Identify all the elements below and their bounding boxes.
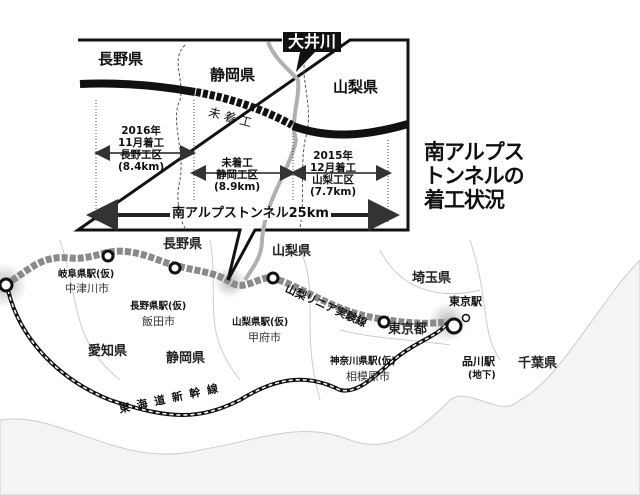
shinagawa-station-label: 品川駅 bbox=[462, 355, 495, 368]
inset-pref-nagano: 長野県 bbox=[98, 50, 144, 68]
section-line: 未着工 bbox=[221, 157, 253, 169]
pref-chiba: 千葉県 bbox=[518, 356, 558, 371]
prefecture-borders bbox=[59, 239, 501, 401]
kanagawa-city-label: 相模原市 bbox=[346, 370, 390, 383]
nagoya-station-marker bbox=[0, 277, 14, 293]
pref-nagano: 長野県 bbox=[163, 237, 203, 252]
kanagawa-station-label: 神奈川県駅(仮) bbox=[330, 356, 396, 367]
inset-prefecture-border bbox=[299, 59, 309, 229]
title-line: トンネルの bbox=[424, 164, 525, 189]
section-line: 静岡工区 bbox=[216, 169, 259, 182]
pref-saitama: 埼玉県 bbox=[412, 271, 452, 286]
shinagawa-station-marker bbox=[445, 317, 463, 335]
inset-pref-shizuoka: 静岡県 bbox=[210, 66, 256, 84]
inset-tunnel-unstarted bbox=[195, 88, 294, 129]
shinagawa-note: (地下) bbox=[468, 370, 496, 381]
yamanashi-city-label: 甲府市 bbox=[248, 331, 281, 344]
section-line: (7.7km) bbox=[310, 186, 357, 199]
tokaido-shinkansen-line-inner bbox=[7, 289, 449, 416]
nagano-city-label: 飯田市 bbox=[142, 315, 175, 328]
pref-tokyo: 東京都 bbox=[388, 322, 428, 337]
yamanashi-station-label: 山梨県駅(仮) bbox=[232, 317, 289, 328]
inset-pref-yamanashi: 山梨県 bbox=[333, 78, 379, 96]
section-line: 2016年 bbox=[121, 125, 161, 137]
tokaido-shinkansen-line bbox=[6, 289, 450, 417]
pref-aichi: 愛知県 bbox=[88, 344, 128, 359]
title-line: 南アルプス bbox=[424, 140, 525, 164]
kanagawa-station-marker bbox=[377, 315, 391, 329]
inset-tunnel-west bbox=[79, 79, 196, 96]
pref-yamanashi: 山梨県 bbox=[272, 244, 312, 259]
shizuoka-section: 未着工静岡工区(8.9km) bbox=[214, 157, 260, 193]
section-line: 長野工区 bbox=[120, 149, 163, 162]
section-guides bbox=[95, 100, 389, 222]
inset-tunnel-east bbox=[291, 120, 410, 139]
tunnel-total-label: 南アルプストンネル25km bbox=[170, 206, 331, 221]
gifu-city-label: 中津川市 bbox=[65, 282, 109, 295]
river-label-pointer bbox=[296, 52, 315, 72]
gifu-station-marker bbox=[101, 249, 115, 263]
oi-river bbox=[243, 41, 301, 282]
tokyo-station-marker bbox=[461, 313, 471, 323]
gifu-station-label: 岐阜県駅(仮) bbox=[58, 269, 115, 280]
section-line: 11月着工 bbox=[118, 137, 165, 150]
section-line: (8.4km) bbox=[118, 161, 165, 174]
section-line: 12月着工 bbox=[310, 162, 357, 175]
tokyo-station-label: 東京駅 bbox=[449, 295, 482, 308]
linear-route bbox=[3, 247, 448, 327]
page-title: 南アルプストンネルの着工状況 bbox=[424, 140, 525, 213]
coastline bbox=[0, 259, 640, 495]
yamanashi-station-marker bbox=[266, 271, 280, 285]
nagano-station-marker bbox=[168, 261, 182, 275]
section-line: (8.9km) bbox=[214, 181, 261, 194]
pref-shizuoka: 静岡県 bbox=[166, 351, 206, 366]
section-line: 山梨工区 bbox=[312, 174, 355, 187]
title-line: 着工状況 bbox=[424, 188, 505, 213]
river-label: 大井川 bbox=[283, 32, 342, 52]
nagano-station-label: 長野県駅(仮) bbox=[130, 301, 187, 312]
section-line: 2015年 bbox=[313, 150, 353, 162]
section-arrows bbox=[94, 145, 392, 181]
